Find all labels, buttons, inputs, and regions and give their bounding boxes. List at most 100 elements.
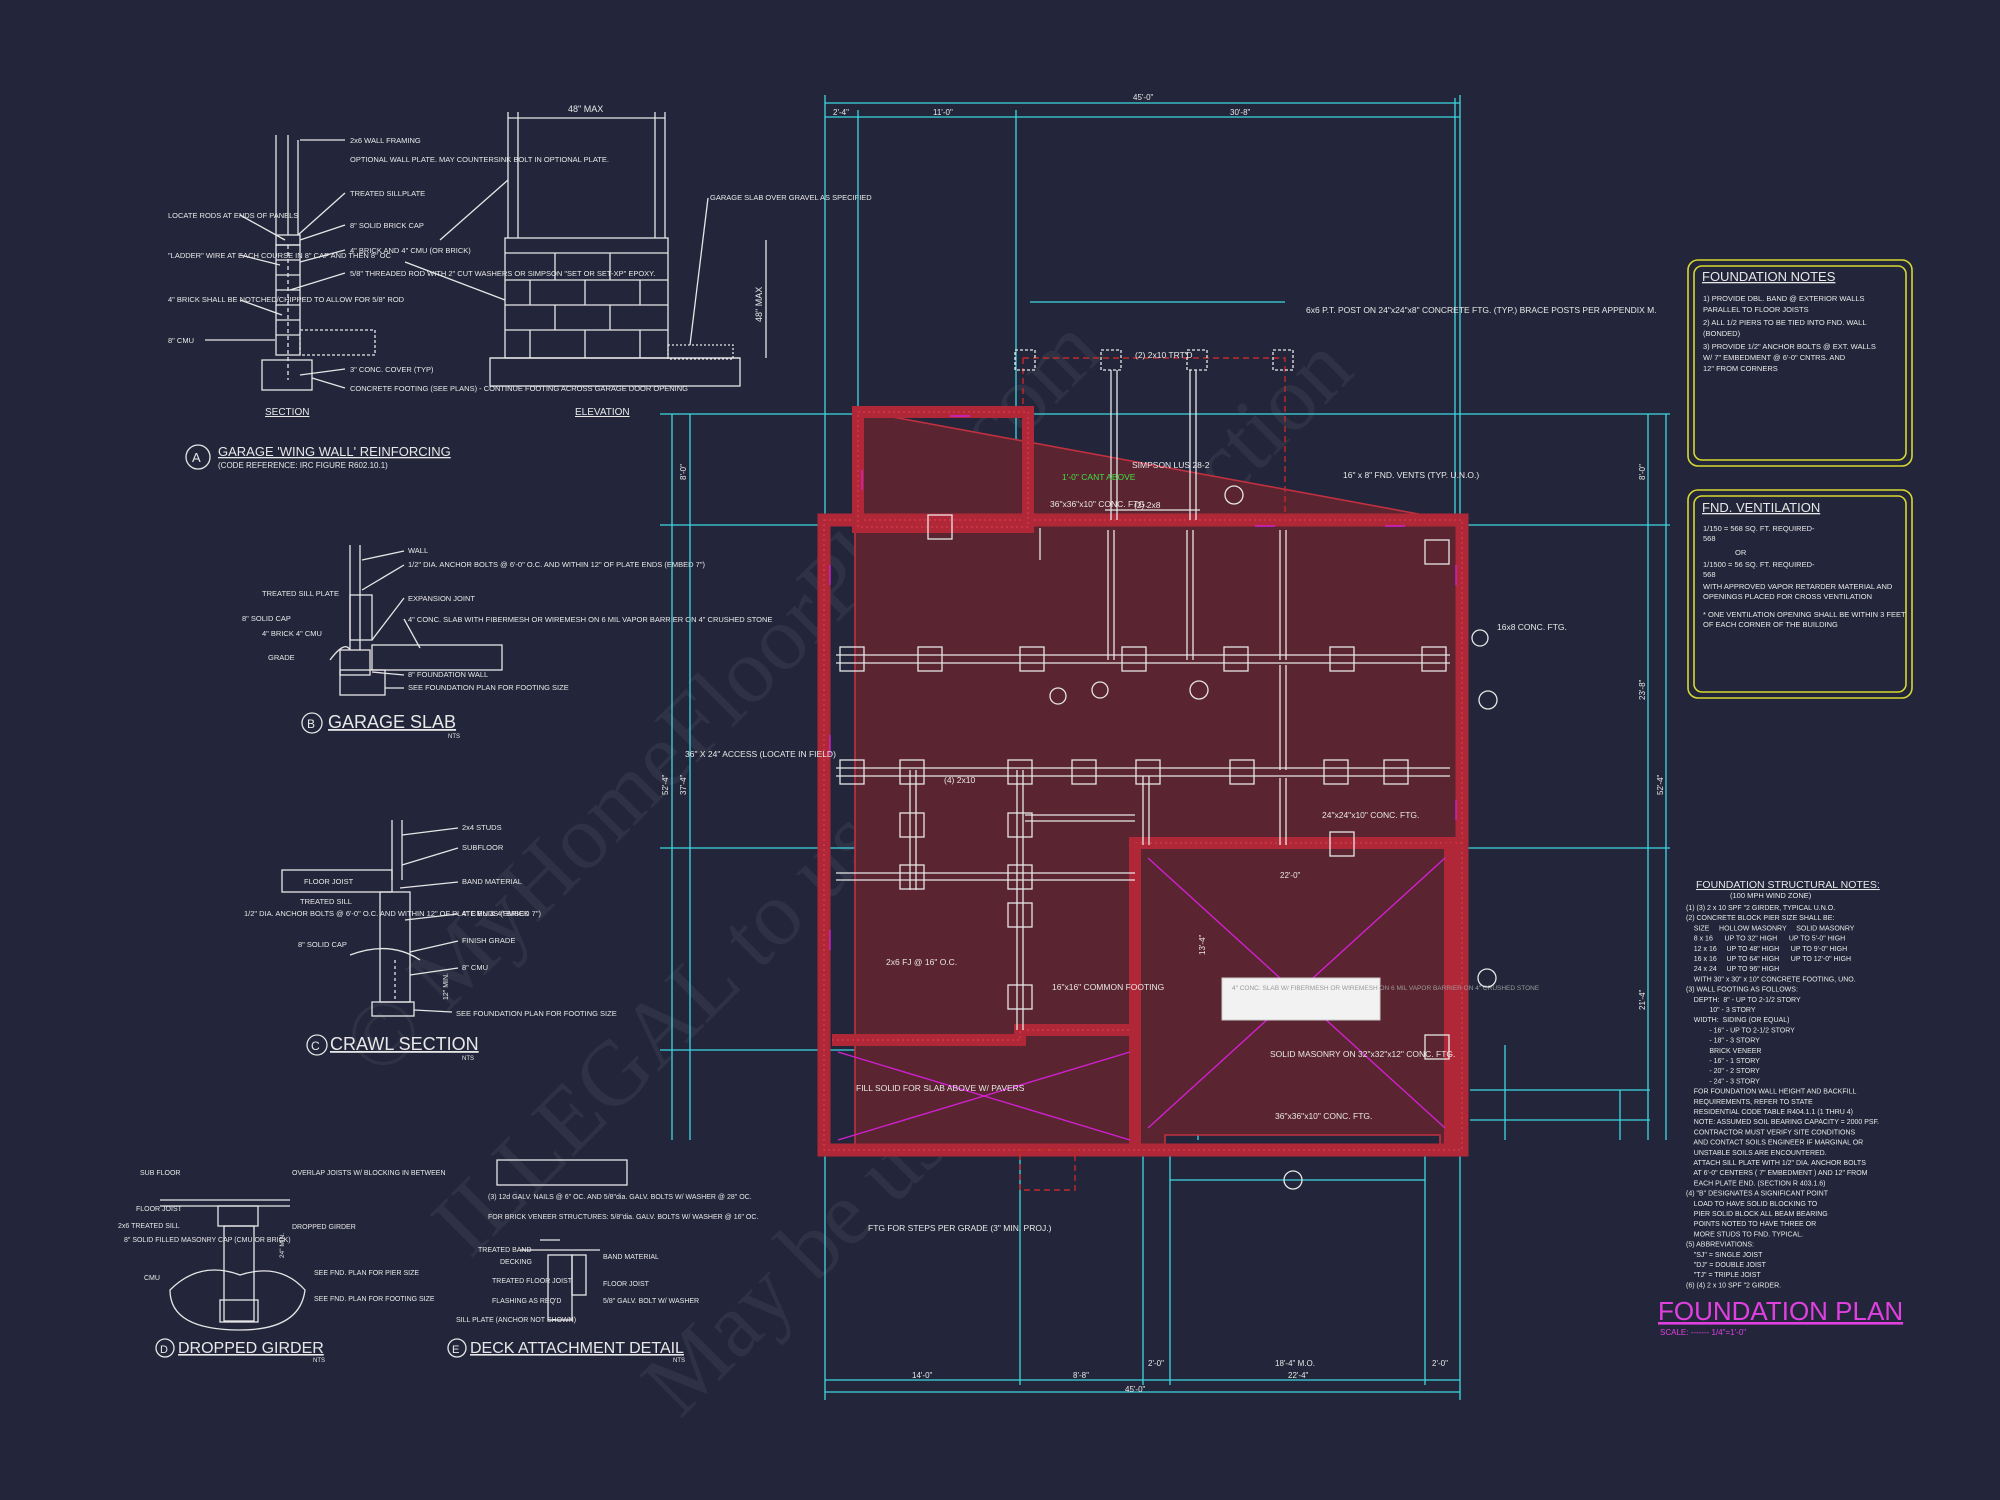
structural-note-line: 16 x 16 UP TO 64" HIGH UP TO 12'-0" HIGH <box>1686 956 1851 963</box>
foundation-note: 1) PROVIDE DBL. BAND @ EXTERIOR WALLS <box>1703 294 1865 303</box>
foundation-notes-box: FOUNDATION NOTES 1) PROVIDE DBL. BAND @ … <box>1687 259 1913 467</box>
slab-note: 4" CONC. SLAB W/ FIBERMESH OR WIREMESH O… <box>1232 985 1540 992</box>
foundation-note: 2) ALL 1/2 PIERS TO BE TIED INTO FND. WA… <box>1703 318 1867 327</box>
detail-d-nts: NTS <box>313 1358 325 1364</box>
plan-scale: SCALE: ------- 1/4"=1'-0" <box>1660 1328 1746 1337</box>
structural-note-line: (3) WALL FOOTING AS FOLLOWS: <box>1686 987 1798 994</box>
foundation-note: (BONDED) <box>1703 329 1741 338</box>
callout: 1/2" DIA. ANCHOR BOLTS @ 6'-0" O.C. AND … <box>244 909 541 918</box>
plan-note: 36"x36"x10" CONC. FTG. <box>1275 1111 1372 1121</box>
detail-c-marker <box>306 1034 328 1056</box>
plan-note: 16" x 8" FND. VENTS (TYP. U.N.O.) <box>1343 470 1479 480</box>
detail-c: 2x4 STUDS SUBFLOOR FLOOR JOIST BAND MATE… <box>244 820 617 1062</box>
deck-footings <box>1014 349 1294 1191</box>
callout: FINISH GRADE <box>462 936 515 945</box>
structural-note-line: 24 x 24 UP TO 96" HIGH <box>1686 966 1779 973</box>
callout: 4" BRICK AND 4" CMU (OR BRICK) <box>350 246 471 255</box>
callout: TREATED FLOOR JOIST <box>492 1278 573 1285</box>
callout: 8" CMU <box>168 336 194 345</box>
detail-a-section-label: SECTION <box>265 407 309 418</box>
foundation-notes-title: FOUNDATION NOTES <box>1702 269 1836 284</box>
callout: 24" MIN. <box>279 1233 286 1258</box>
structural-note-line: EACH PLATE END. (SECTION R 403.1.6) <box>1686 1180 1826 1187</box>
structural-note-line: BRICK VENEER <box>1686 1048 1761 1055</box>
callout: 1/2" DIA. ANCHOR BOLTS @ 6'-0" O.C. AND … <box>408 560 705 569</box>
structural-note-line: FOR FOUNDATION WALL HEIGHT AND BACKFILL <box>1686 1089 1856 1096</box>
detail-a-elevation-label: ELEVATION <box>575 407 630 418</box>
dim-left-a: 8'-0" <box>679 464 688 480</box>
structural-note-line: - 16" - UP TO 2-1/2 STORY <box>1686 1027 1795 1034</box>
callout: FLOOR JOIST <box>304 877 354 886</box>
callout: SEE FND. PLAN FOR FOOTING SIZE <box>314 1296 435 1303</box>
detail-a-max-label: 48" MAX <box>568 104 603 114</box>
structural-note-line: (4) "B" DESIGNATES A SIGNIFICANT POINT <box>1686 1191 1829 1198</box>
callout: DECKING <box>500 1259 532 1266</box>
callout: 2x6 TREATED SILL <box>118 1223 180 1230</box>
plan-note: 6x6 P.T. POST ON 24"x24"x8" CONCRETE FTG… <box>1306 305 1657 315</box>
dim-right-overall: 52'-4" <box>1656 774 1665 795</box>
structural-notes-subtitle: (100 MPH WIND ZONE) <box>1730 891 1812 900</box>
plan-note: 24"x24"x10" CONC. FTG. <box>1322 810 1419 820</box>
callout: SEE FND. PLAN FOR PIER SIZE <box>314 1270 419 1277</box>
callout: OPTIONAL WALL PLATE. MAY COUNTERSINK BOL… <box>350 155 609 164</box>
plan-note: 16"x16" COMMON FOOTING <box>1052 982 1164 992</box>
dim-right-a: 8'-0" <box>1638 464 1647 480</box>
callout: 12" MIN. <box>443 973 450 1000</box>
callout: BAND MATERIAL <box>603 1254 659 1261</box>
callout: 8" FOUNDATION WALL <box>408 670 488 679</box>
callout: CONCRETE FOOTING (SEE PLANS) - CONTINUE … <box>350 384 688 393</box>
structural-note-line: - 18" - 3 STORY <box>1686 1038 1760 1045</box>
callout: TREATED BAND <box>478 1247 532 1254</box>
callout: 8" SOLID CAP <box>298 940 347 949</box>
structural-note-line: CONTRACTOR MUST VERIFY SITE CONDITIONS <box>1686 1129 1856 1136</box>
plan-note: 36"x36"x10" CONC. FTG. <box>1050 499 1147 509</box>
foundation-walls <box>817 406 1469 1157</box>
structural-note-line: - 16" - 1 STORY <box>1686 1058 1760 1065</box>
callout: 8" CMU <box>462 963 488 972</box>
dim-top-overall: 45'-0" <box>1133 93 1154 102</box>
girders-piers <box>836 514 1450 1060</box>
detail-e-letter: E <box>452 1344 459 1356</box>
detail-b-marker <box>301 712 323 734</box>
callout: OVERLAP JOISTS W/ BLOCKING IN BETWEEN <box>292 1170 446 1177</box>
callout: LOCATE RODS AT ENDS OF PANELS <box>168 211 298 220</box>
callout: FLOOR JOIST <box>603 1281 650 1288</box>
foundation-note: 3) PROVIDE 1/2" ANCHOR BOLTS @ EXT. WALL… <box>1703 342 1876 351</box>
structural-note-line: DEPTH: 8" - UP TO 2-1/2 STORY <box>1686 997 1801 1004</box>
foundation-plan: 4" CONC. SLAB W/ FIBERMESH OR WIREMESH O… <box>660 93 1670 1400</box>
dim-bottom-d: 2'-0" <box>1148 1359 1164 1368</box>
callout: 5/8" GALV. BOLT W/ WASHER <box>603 1298 699 1305</box>
ventilation-line: WITH APPROVED VAPOR RETARDER MATERIAL AN… <box>1703 582 1893 591</box>
callout: TREATED SILLPLATE <box>350 189 425 198</box>
structural-note-line: "SJ" = SINGLE JOIST <box>1686 1252 1763 1259</box>
detail-e-title: DECK ATTACHMENT DETAIL <box>470 1340 684 1357</box>
detail-b-nts: NTS <box>448 734 460 740</box>
structural-note-line: "TJ" = TRIPLE JOIST <box>1686 1272 1761 1279</box>
callout: 5/8" THREADED ROD WITH 2" CUT WASHERS OR… <box>350 269 655 278</box>
plan-note: (2) 2x10 TRT'D <box>1135 350 1193 360</box>
plan-note: 36" X 24" ACCESS (LOCATE IN FIELD) <box>685 749 836 759</box>
callout: GARAGE SLAB OVER GRAVEL AS SPECIFIED <box>710 193 872 202</box>
structural-note-line: 10" - 3 STORY <box>1686 1007 1756 1014</box>
callout: 8" SOLID CAP <box>242 614 291 623</box>
plan-note: FTG FOR STEPS PER GRADE (3" MIN. PROJ.) <box>868 1223 1052 1233</box>
structural-notes-title: FOUNDATION STRUCTURAL NOTES: <box>1696 879 1880 891</box>
structural-note-line: 12 x 16 UP TO 48" HIGH UP TO 9'-0" HIGH <box>1686 946 1847 953</box>
dim-top-a: 2'-4" <box>833 108 849 117</box>
callout: SILL PLATE (ANCHOR NOT SHOWN) <box>456 1317 576 1324</box>
detail-d-marker <box>155 1338 175 1358</box>
plan-title: FOUNDATION PLAN <box>1658 1296 1903 1326</box>
plan-notes: 6x6 P.T. POST ON 24"x24"x8" CONCRETE FTG… <box>685 305 1657 1233</box>
dim-bottom-b: 8'-8" <box>1073 1371 1089 1380</box>
callout: FOR BRICK VENEER STRUCTURES: 5/8"dia. GA… <box>488 1214 758 1221</box>
detail-d-title: DROPPED GIRDER <box>178 1340 324 1357</box>
dim-left-overall: 52'-4" <box>661 774 670 795</box>
callout: 4" BRICK SHALL BE NOTCHED/CHIPPED TO ALL… <box>168 295 405 304</box>
foundation-note: W/ 7" EMBEDMENT @ 6'-0" CNTRS. AND <box>1703 353 1846 362</box>
plan-note: SIMPSON LUS 28-2 <box>1132 460 1210 470</box>
callout: SUB FLOOR <box>140 1170 180 1177</box>
structural-note-line: MORE STUDS TO FND. TYPICAL. <box>1686 1231 1803 1238</box>
dim-garage-d: 13'-4" <box>1198 934 1207 955</box>
dim-bottom-e: 18'-4" M.O. <box>1275 1359 1315 1368</box>
